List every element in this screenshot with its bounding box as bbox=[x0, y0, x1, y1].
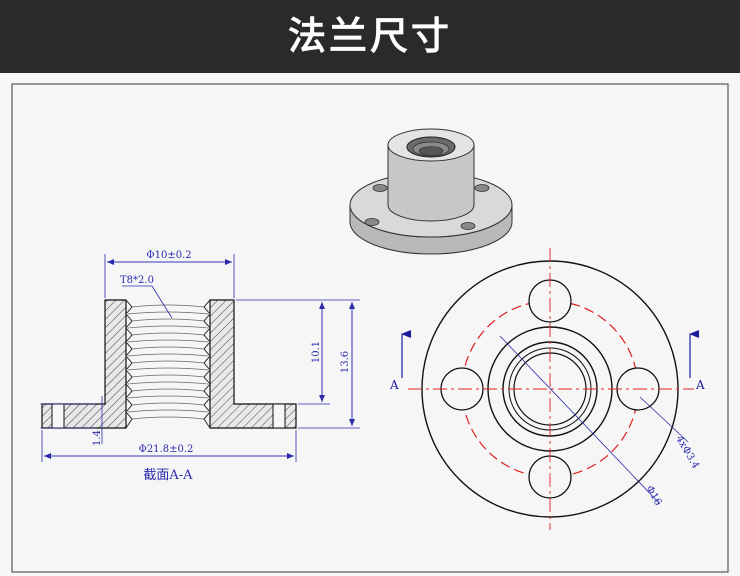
dim-height-total-text: 13.6 bbox=[340, 351, 351, 373]
page-title: 法兰尺寸 bbox=[287, 14, 452, 58]
isometric-render bbox=[349, 128, 513, 255]
technical-drawing: Φ10±0.2 T8*2.0 10.1 13.6 1.4 Φ21.8±0.2 截… bbox=[11, 83, 729, 573]
drawing-area: Φ10±0.2 T8*2.0 10.1 13.6 1.4 Φ21.8±0.2 截… bbox=[0, 73, 740, 576]
header-bar: 法兰尺寸 bbox=[0, 0, 740, 73]
section-caption: 截面A-A bbox=[143, 468, 193, 483]
dim-flange-thickness-text: 1.4 bbox=[92, 430, 103, 446]
section-label-right: A bbox=[695, 378, 705, 392]
dim-flange-text: Φ21.8±0.2 bbox=[139, 444, 194, 455]
section-view: Φ10±0.2 T8*2.0 10.1 13.6 1.4 Φ21.8±0.2 截… bbox=[40, 250, 360, 483]
section-label-left: A bbox=[389, 378, 399, 392]
front-view: 4xΦ3.4 Φ16 A A bbox=[389, 248, 705, 530]
dim-height-inner-text: 10.1 bbox=[311, 341, 322, 363]
thread-label-text: T8*2.0 bbox=[120, 275, 154, 286]
dim-bore-text: Φ10±0.2 bbox=[146, 250, 191, 261]
